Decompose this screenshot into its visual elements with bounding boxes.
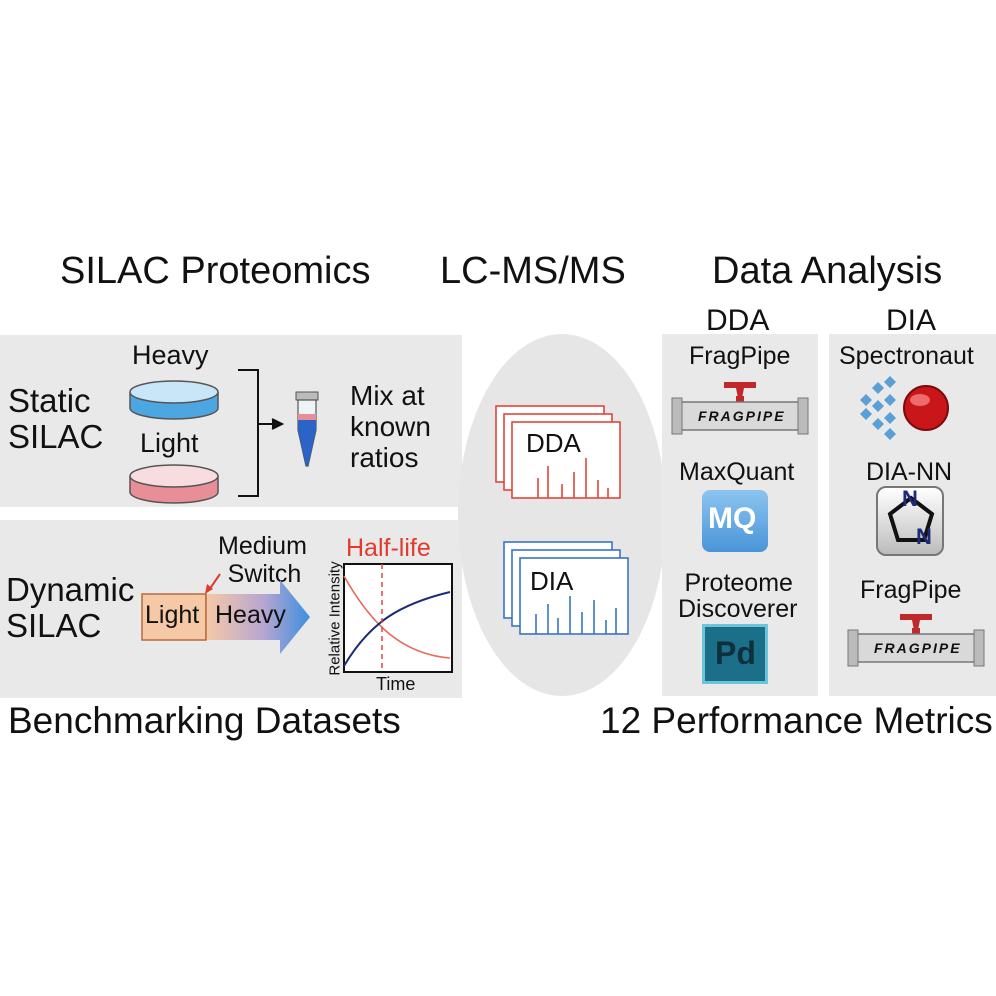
discoverer-label: Discoverer — [678, 595, 798, 623]
medium-switch-arrow-graphic — [141, 573, 310, 654]
diann-logo-n1: N — [902, 486, 918, 511]
medium-switch-line2: Switch — [227, 560, 302, 588]
heavy-dish-icon — [129, 380, 219, 420]
time-axis-label: Time — [376, 674, 416, 694]
fragpipe-logo-dia: FRAGPIPE — [846, 608, 986, 670]
dda-spectrum-label: DDA — [526, 428, 581, 458]
heading-lcms: LC-MS/MS — [440, 250, 626, 292]
proteome-discoverer-logo-icon: Pd — [702, 624, 768, 684]
dia-spectra-stack — [503, 541, 629, 635]
maxquant-logo-icon: MQ — [702, 490, 768, 552]
dda-tool-fragpipe: FragPipe — [689, 342, 791, 370]
heavy-bar-label: Heavy — [215, 601, 286, 629]
heavy-arrow — [206, 580, 310, 654]
dda-tool-proteome-discoverer: Proteome Discoverer — [678, 569, 798, 623]
mix-line1: Mix at — [350, 380, 425, 411]
diann-logo-icon: N N — [876, 486, 944, 556]
dynamic-silac-label-line1: Dynamic — [6, 571, 135, 608]
static-silac-label-line2: SILAC — [8, 418, 104, 455]
spectra-graphic — [495, 405, 629, 635]
dia-spectrum-label: DIA — [530, 566, 574, 596]
static-silac-graphic — [129, 369, 319, 504]
dia-tool-diann: DIA-NN — [866, 458, 953, 486]
light-bar-label: Light — [145, 601, 200, 629]
fragpipe-logo-icon — [847, 614, 985, 667]
maxquant-logo-text: MQ — [708, 502, 757, 535]
dynamic-silac-label: Dynamic SILAC — [6, 572, 134, 644]
light-label: Light — [140, 428, 199, 458]
diann-ring-icon — [887, 495, 935, 542]
fragpipe-logo-icon — [671, 382, 809, 435]
pd-logo-text: Pd — [715, 635, 756, 671]
static-silac-panel — [0, 335, 462, 507]
medium-switch-line1: Medium — [218, 532, 307, 560]
half-life-label: Half-life — [346, 534, 431, 562]
mix-bracket — [238, 369, 285, 497]
dia-tool-spectronaut: Spectronaut — [839, 342, 974, 370]
heavy-label: Heavy — [132, 340, 209, 370]
light-dish-icon — [129, 464, 219, 504]
decay-curve — [343, 575, 451, 659]
static-silac-label: Static SILAC — [8, 383, 103, 455]
dda-tool-maxquant: MaxQuant — [679, 458, 795, 486]
fragpipe-logo-text: FRAGPIPE — [874, 640, 962, 656]
mix-line3: ratios — [350, 442, 419, 473]
mix-line2: known — [350, 411, 431, 442]
dia-column-title: DIA — [886, 304, 937, 337]
lcms-ellipse — [458, 334, 666, 696]
dynamic-silac-label-line2: SILAC — [6, 607, 102, 644]
fragpipe-logo-text: FRAGPIPE — [698, 408, 786, 424]
heading-performance-metrics: 12 Performance Metrics — [600, 700, 993, 741]
tube-icon — [295, 391, 319, 467]
dda-column-title: DDA — [706, 304, 770, 337]
growth-curve — [343, 591, 451, 667]
proteome-label: Proteome — [684, 569, 793, 597]
medium-switch-label: Medium Switch — [218, 532, 307, 588]
mix-known-ratios-label: Mix at known ratios — [350, 380, 431, 473]
static-silac-label-line1: Static — [8, 382, 91, 419]
dia-tool-fragpipe: FragPipe — [860, 576, 962, 604]
fragpipe-logo-dda: FRAGPIPE — [670, 376, 810, 438]
plot-frame — [343, 563, 453, 673]
spectronaut-logo-icon — [860, 376, 949, 440]
relative-intensity-axis-label: Relative Intensity — [326, 561, 344, 676]
dda-spectra-stack — [495, 405, 621, 499]
heading-silac-proteomics: SILAC Proteomics — [60, 250, 371, 292]
diann-logo-n2: N — [916, 524, 932, 549]
light-bar — [141, 593, 207, 641]
heading-benchmarking-datasets: Benchmarking Datasets — [8, 700, 401, 741]
half-life-plot — [343, 563, 453, 673]
heading-data-analysis: Data Analysis — [712, 250, 943, 292]
